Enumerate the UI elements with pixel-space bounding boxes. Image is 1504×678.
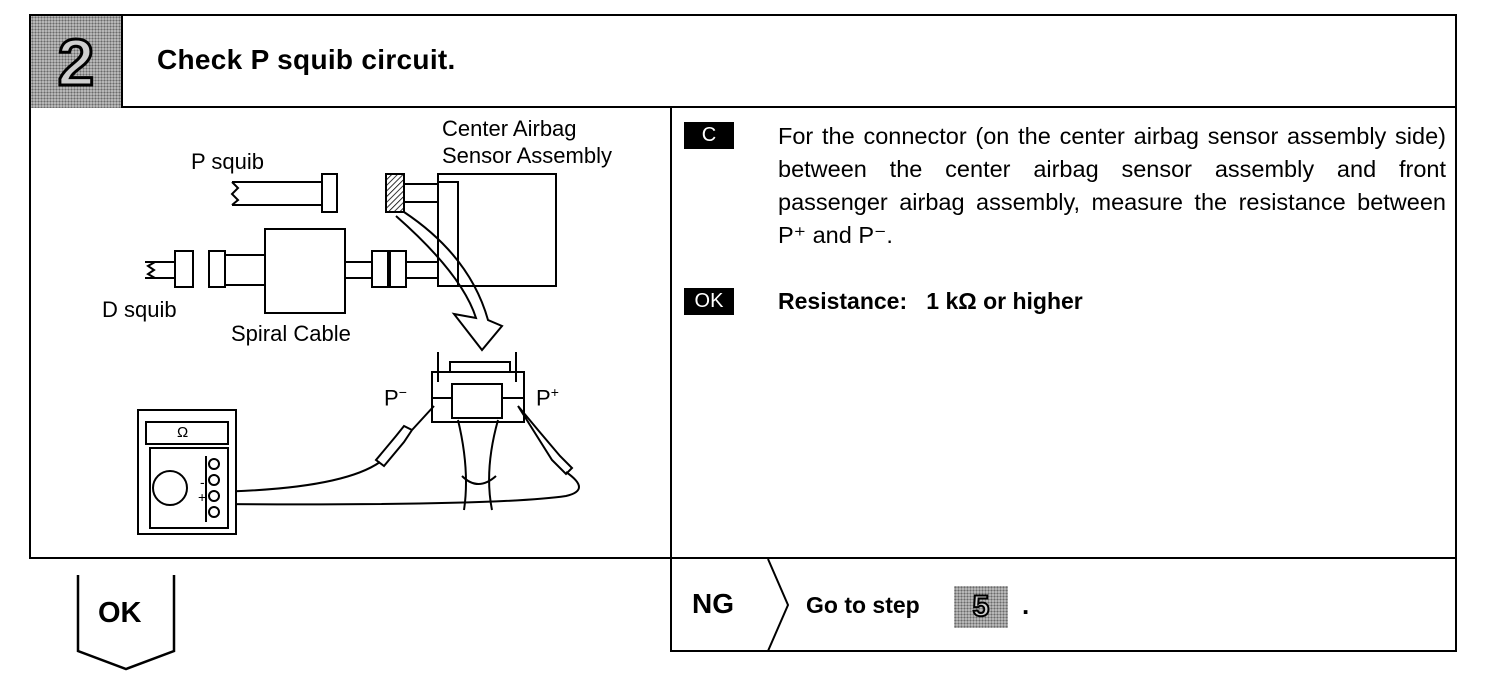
- instruction-text: For the connector (on the center airbag …: [778, 123, 1446, 248]
- spiral-cable-label: Spiral Cable: [231, 321, 351, 346]
- ng-result-row: [672, 559, 1457, 653]
- ng-row-frame: [672, 559, 1457, 652]
- center-airbag-label: Center Airbag: [442, 116, 577, 141]
- ng-label: NG: [692, 588, 734, 619]
- svg-text:-: -: [200, 474, 205, 490]
- sensor-assembly-label: Sensor Assembly: [442, 143, 612, 168]
- step-number: 2: [56, 25, 96, 99]
- ok-flow-marker: [76, 573, 178, 673]
- svg-text:+: +: [198, 489, 206, 505]
- step-title: Check P squib circuit.: [157, 44, 456, 75]
- header-divider: [29, 106, 1457, 108]
- column-divider: [670, 108, 672, 652]
- procedure-frame: [29, 14, 1457, 559]
- p-squib-label: P squib: [191, 149, 264, 174]
- resistance-spec: Resistance: 1 kΩ or higher: [778, 288, 1083, 314]
- go-to-step-number: 5: [972, 589, 991, 624]
- p-minus-label: P−: [384, 384, 407, 411]
- go-to-step-text: Go to step: [806, 592, 920, 618]
- ok-label: OK: [98, 597, 142, 629]
- ok-badge: OK: [684, 288, 734, 315]
- d-squib-label: D squib: [102, 297, 177, 322]
- step-number-box: 2: [31, 16, 123, 108]
- go-to-period: .: [1022, 590, 1030, 620]
- p-plus-label: P+: [536, 384, 559, 411]
- meter-unit-label: Ω: [177, 424, 189, 441]
- ok-marker-shape: [76, 575, 176, 671]
- wiring-diagram: - + Center Airbag Sensor Assembly P squi…: [31, 108, 670, 557]
- go-to-step-box[interactable]: 5: [954, 586, 1008, 628]
- check-badge: C: [684, 122, 734, 149]
- diagram-drawing: - +: [137, 173, 580, 535]
